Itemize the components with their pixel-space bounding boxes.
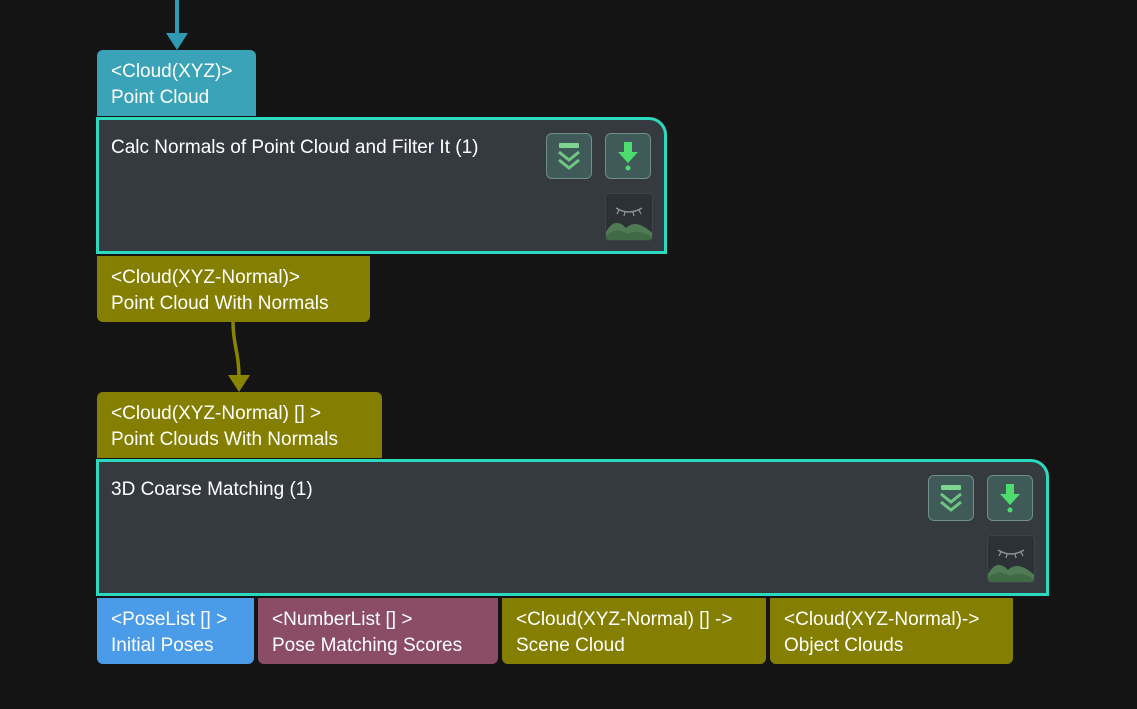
node2-output-port-object-clouds[interactable]: <Cloud(XYZ-Normal)-> Object Clouds xyxy=(770,598,1013,664)
port-type-label: <Cloud(XYZ-Normal) [] > xyxy=(111,403,322,424)
expand-chevrons-icon[interactable] xyxy=(928,475,974,521)
node2-input-port[interactable]: <Cloud(XYZ-Normal) [] > Point Clouds Wit… xyxy=(97,392,382,458)
node2-output-port-initial-poses[interactable]: <PoseList [] > Initial Poses xyxy=(97,598,254,664)
hidden-preview-icon[interactable] xyxy=(987,535,1035,583)
port-name-label: Scene Cloud xyxy=(516,635,625,656)
incoming-connection[interactable] xyxy=(166,0,188,50)
port-name-label: Object Clouds xyxy=(784,635,904,656)
port-type-label: <Cloud(XYZ-Normal) [] -> xyxy=(516,609,733,630)
node1-output-port[interactable]: <Cloud(XYZ-Normal)> Point Cloud With Nor… xyxy=(97,256,370,322)
node1-input-port[interactable]: <Cloud(XYZ)> Point Cloud xyxy=(97,50,256,116)
port-type-label: <NumberList [] > xyxy=(272,609,413,630)
node-title: 3D Coarse Matching (1) xyxy=(111,479,313,500)
hidden-preview-icon[interactable] xyxy=(605,193,653,241)
node2-output-port-pose-matching-scores[interactable]: <NumberList [] > Pose Matching Scores xyxy=(258,598,498,664)
download-arrow-icon[interactable] xyxy=(987,475,1033,521)
port-type-label: <PoseList [] > xyxy=(111,609,228,630)
port-name-label: Point Cloud xyxy=(111,87,210,108)
node1-to-node2-connection[interactable] xyxy=(228,321,250,392)
node2-output-port-scene-cloud[interactable]: <Cloud(XYZ-Normal) [] -> Scene Cloud xyxy=(502,598,766,664)
port-type-label: <Cloud(XYZ-Normal)-> xyxy=(784,609,980,630)
calc-normals-node[interactable]: Calc Normals of Point Cloud and Filter I… xyxy=(96,117,667,254)
port-name-label: Initial Poses xyxy=(111,635,214,656)
coarse-matching-node[interactable]: 3D Coarse Matching (1) xyxy=(96,459,1049,596)
expand-chevrons-icon[interactable] xyxy=(546,133,592,179)
node-title: Calc Normals of Point Cloud and Filter I… xyxy=(111,137,479,158)
port-name-label: Pose Matching Scores xyxy=(272,635,463,656)
port-name-label: Point Clouds With Normals xyxy=(111,429,339,450)
port-name-label: Point Cloud With Normals xyxy=(111,293,329,314)
download-arrow-icon[interactable] xyxy=(605,133,651,179)
port-type-label: <Cloud(XYZ-Normal)> xyxy=(111,267,300,288)
port-type-label: <Cloud(XYZ)> xyxy=(111,61,233,82)
